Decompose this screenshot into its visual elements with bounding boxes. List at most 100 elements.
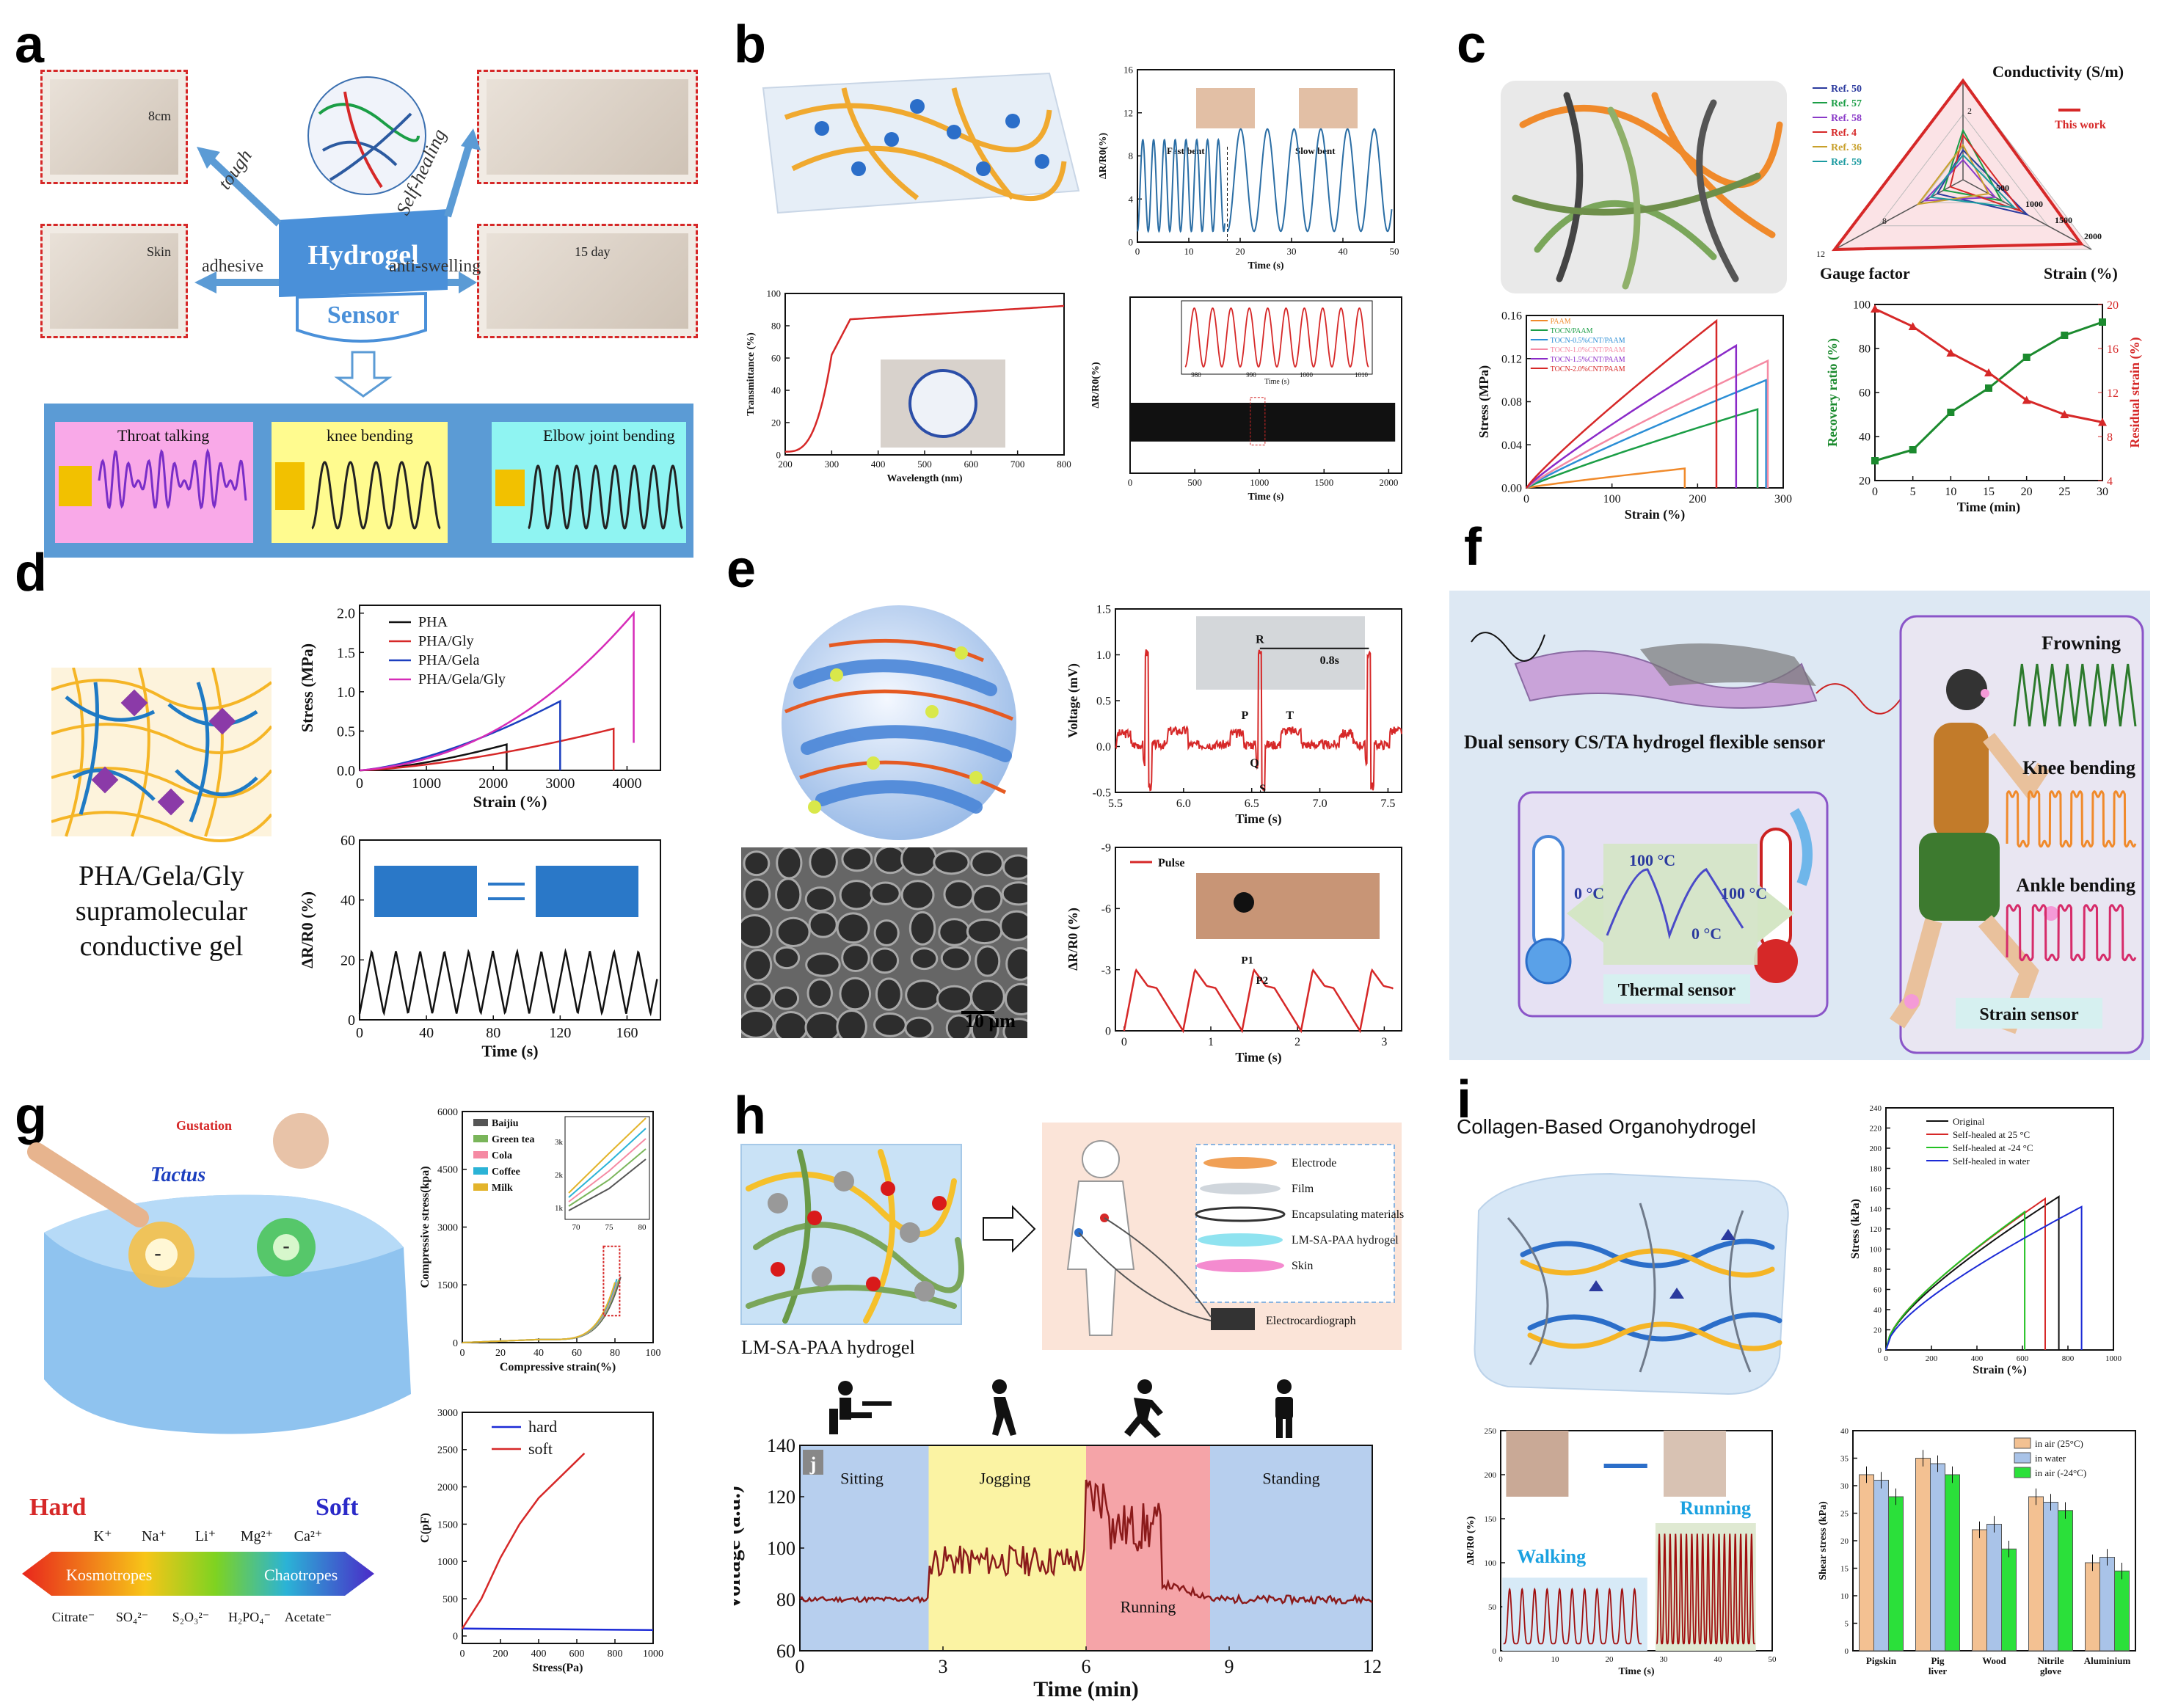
strain-item-frowning: Frowning [2042, 632, 2121, 654]
phase-label-1: Jogging [980, 1470, 1031, 1488]
y-tick-label: 0.16 [1501, 310, 1522, 323]
comp-series-1 [462, 1279, 620, 1343]
inset-x-tick: 1010 [1355, 371, 1369, 379]
plot-frame [1129, 296, 1402, 474]
y2-axis-label: Residual strain (%) [2127, 337, 2143, 448]
panel-label-e: e [726, 540, 757, 599]
panel-label-h: h [734, 1087, 766, 1145]
label-soft: Soft [316, 1494, 359, 1521]
y-axis-label: ΔR/R0 (%) [1465, 1516, 1476, 1565]
pulse-p1: P1 [1241, 955, 1253, 966]
photo-bent-1 [1196, 88, 1255, 128]
sem-pore [870, 881, 901, 905]
y-tick-label: 100 [1485, 1559, 1497, 1568]
legend-label: Self-healed at -24 °C [1953, 1142, 2033, 1153]
residual-point [2098, 417, 2107, 426]
sem-pore [966, 918, 1003, 945]
sem-pore [805, 952, 841, 977]
residual-point [2060, 410, 2069, 418]
y-tick-label: 50 [1488, 1603, 1497, 1612]
residual-line [1874, 307, 2103, 423]
signal-throat: Throat talking [117, 426, 209, 445]
sem-pore [775, 877, 802, 912]
residual-point [1984, 368, 1993, 376]
residual-point [1946, 348, 1956, 357]
legend-label: TOCN-1.0%CNT/PAAM [1551, 346, 1625, 354]
signal-elbow: Elbow joint bending [543, 426, 675, 445]
y-tick-label: 150 [1485, 1515, 1497, 1524]
sem-pore [1005, 946, 1027, 981]
recovery-point [2099, 318, 2106, 326]
sem-pore [940, 946, 972, 971]
radar-tick: 500 [1996, 183, 2009, 193]
stress-series-3 [1526, 359, 1769, 489]
panel-d: PHA/Gela/Gly supramolecular conductive g… [22, 594, 682, 1071]
x-tick-label: 200 [1926, 1354, 1938, 1363]
y-tick-label: 1.0 [1096, 649, 1111, 662]
thermal-waveform [1606, 868, 1744, 940]
pulse-line [1123, 968, 1394, 1034]
x-tick-label: 400 [1971, 1354, 1984, 1363]
legend-label: TOCN-0.5%CNT/PAAM [1551, 337, 1625, 345]
y-tick-label: 120 [767, 1486, 795, 1508]
y-tick-label: 0.5 [337, 723, 355, 740]
bar [1873, 1480, 1889, 1652]
sem-pore [870, 947, 900, 974]
sensor-tag [296, 291, 427, 343]
plot-frame [1874, 304, 2103, 481]
radar-title: Conductivity (S/m) [1992, 62, 2124, 81]
walking-band [1502, 1577, 1647, 1651]
radar-tick: 1500 [2055, 215, 2072, 225]
x-tick-label: 40 [419, 1025, 434, 1041]
recovery-point [1985, 384, 1992, 392]
category-label: Pig [1931, 1655, 1945, 1666]
human-body-icon [1066, 1140, 1135, 1336]
legend-label: PAAM [1551, 318, 1571, 326]
sem-pore [975, 945, 1001, 977]
x-tick-label: 0 [1135, 246, 1140, 257]
y-tick-label: 240 [1870, 1104, 1882, 1113]
inset-series-2 [568, 1138, 647, 1202]
running-line [1656, 1533, 1756, 1645]
legend-label: in air (-24°C) [2035, 1467, 2086, 1478]
legend-label: Original [1953, 1116, 1985, 1127]
sitting-icon [829, 1381, 892, 1434]
panel-label-f: f [1464, 518, 1482, 577]
x-tick-label: 30 [2097, 486, 2108, 498]
gel-caption-line-1: PHA/Gela/Gly [79, 861, 244, 891]
sem-pore [776, 847, 803, 880]
y-tick-label: 35 [1840, 1454, 1849, 1463]
finger-icon [27, 1142, 149, 1227]
x-tick-label: 100 [1603, 493, 1621, 506]
x-tick-label: 20 [1236, 246, 1245, 257]
x-tick-label: 2000 [1379, 477, 1398, 488]
x-axis-label: Time (s) [1235, 1050, 1281, 1065]
anion-label: H₂PO₄⁻ [228, 1610, 271, 1624]
x-tick-label: 600 [2017, 1354, 2029, 1363]
hard-line [462, 1627, 654, 1631]
y-tick-label: 0 [1129, 237, 1134, 248]
sem-pore [970, 850, 1004, 877]
legend-label: Baijiu [492, 1118, 519, 1129]
sem-pore [908, 910, 936, 946]
x-tick-label: 1000 [412, 775, 441, 792]
bar [2085, 1562, 2100, 1652]
y-tick-label: -3 [1101, 964, 1111, 977]
sem-pore [938, 918, 971, 946]
legend-soft: soft [528, 1439, 553, 1458]
rr-interval-label: 0.8s [1320, 654, 1339, 667]
y-axis-label: Shear stress (kPa) [1818, 1501, 1829, 1580]
photo-selfheal [477, 70, 698, 184]
x-tick-label: 0 [1128, 477, 1133, 488]
y-axis-label: Compressive stress(kpa) [419, 1166, 431, 1288]
y-tick-label: 0 [776, 450, 782, 461]
y-axis-label: Stress (MPa) [298, 643, 316, 732]
panel-h: LM-SA-PAA hydrogel Electrode Film Encaps… [734, 1101, 1409, 1702]
y-tick-label: 4 [1129, 194, 1134, 205]
sem-pore [841, 944, 870, 973]
photo-label-8cm: 8cm [148, 109, 171, 123]
sensor-title-f: Dual sensory CS/TA hydrogel flexible sen… [1464, 731, 1825, 753]
